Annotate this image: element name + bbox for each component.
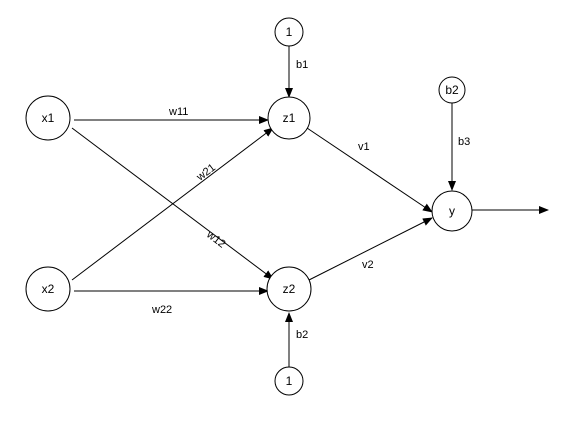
edge-label-w21: w21 (194, 162, 218, 184)
node-bias-top: 1 (274, 17, 304, 47)
node-y: y (431, 190, 473, 232)
node-x1: x1 (25, 95, 71, 141)
node-z2-label: z2 (283, 282, 296, 296)
node-bias-top-label: 1 (286, 25, 293, 39)
node-b2: b2 (438, 76, 466, 104)
node-b2-label: b2 (445, 83, 459, 97)
node-bias-bottom: 1 (274, 366, 304, 396)
edge-z2-y (306, 217, 433, 282)
node-z2: z2 (266, 266, 312, 312)
node-x2-label: x2 (42, 282, 55, 296)
edge-label-b3: b3 (458, 136, 470, 148)
edge-label-v2: v2 (362, 259, 374, 271)
edge-x2-z1 (71, 127, 274, 281)
edge-z1-y (306, 127, 433, 213)
edge-label-w12: w12 (203, 228, 227, 250)
node-y-label: y (449, 204, 455, 218)
edge-label-b2: b2 (296, 329, 308, 341)
edge-label-v1: v1 (358, 141, 370, 153)
node-bias-bottom-label: 1 (286, 374, 293, 388)
edge-label-w11: w11 (168, 106, 188, 118)
edge-label-b1: b1 (296, 59, 308, 71)
node-z1-label: z1 (283, 111, 296, 125)
node-z1: z1 (267, 96, 311, 140)
node-x2: x2 (25, 266, 71, 312)
edge-label-w22: w22 (151, 304, 172, 316)
node-x1-label: x1 (42, 111, 55, 125)
